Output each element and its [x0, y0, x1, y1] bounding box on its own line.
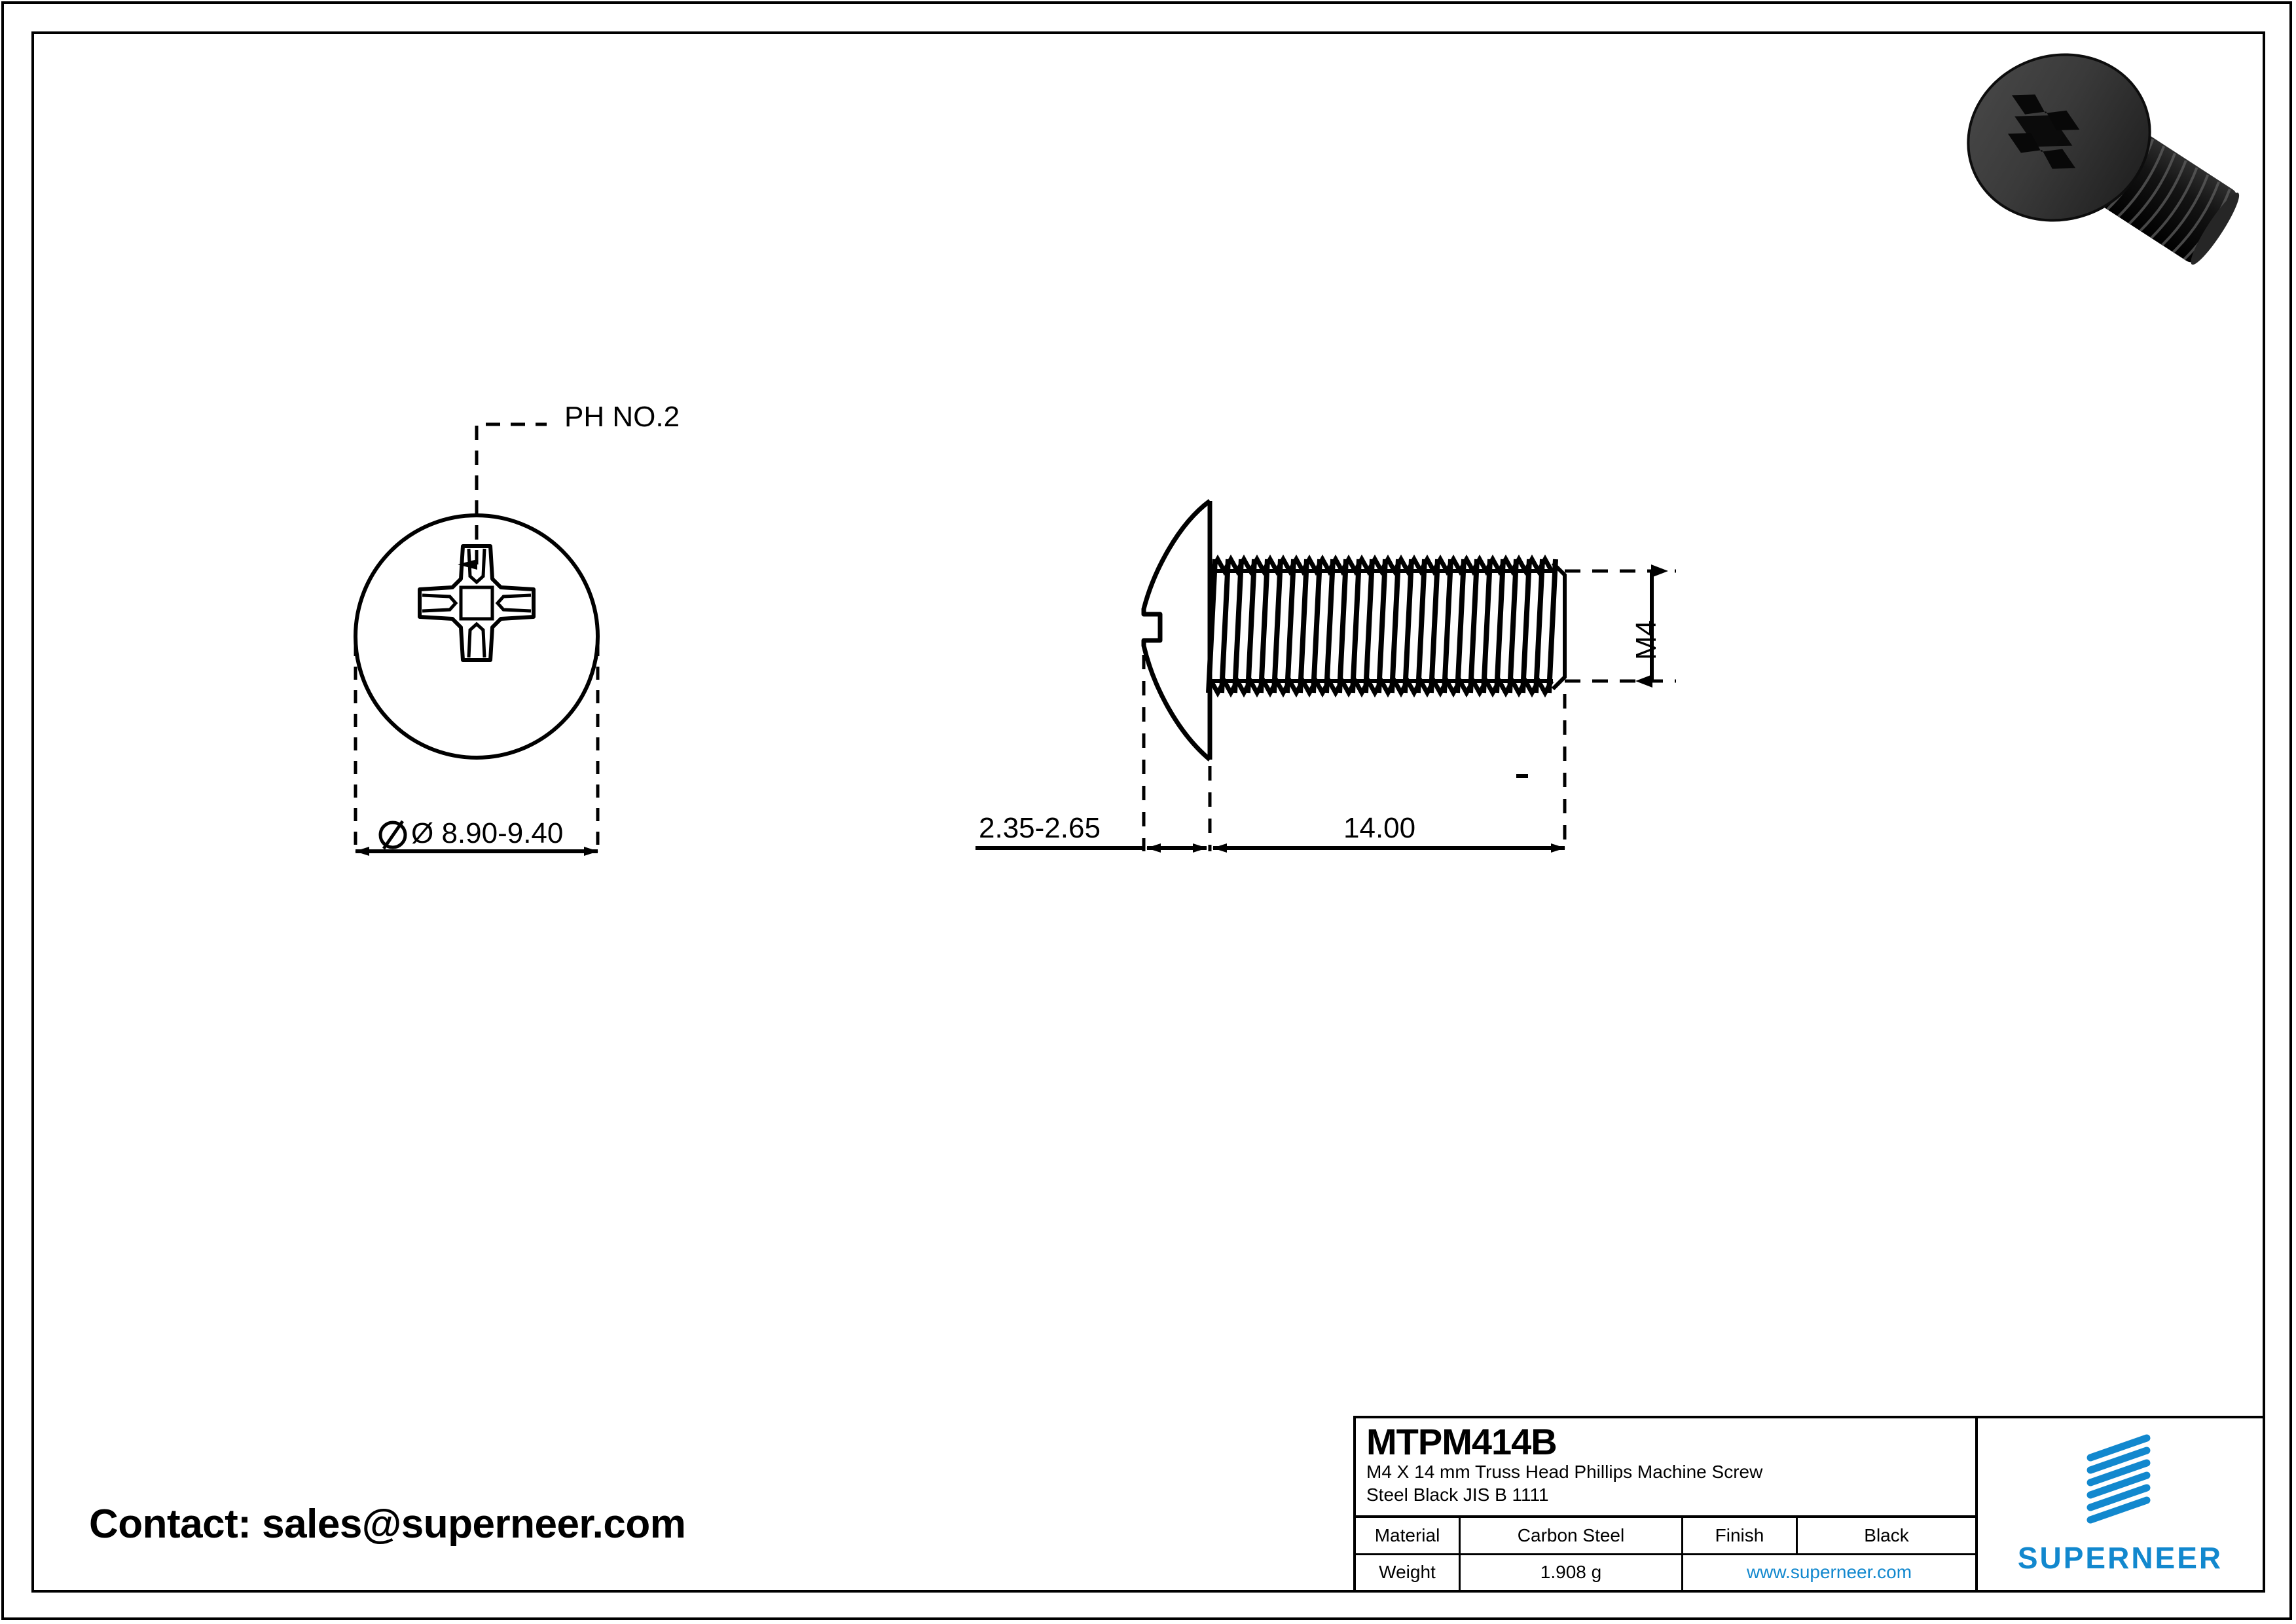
material-value: Carbon Steel — [1461, 1518, 1683, 1553]
brand-name: SUPERNEER — [2017, 1541, 2223, 1575]
weight-value: 1.908 g — [1461, 1555, 1683, 1590]
finish-label: Finish — [1683, 1518, 1798, 1553]
material-label: Material — [1356, 1518, 1461, 1553]
brand-logo-area: SUPERNEER — [1978, 1418, 2263, 1590]
title-block: MTPM414B M4 X 14 mm Truss Head Phillips … — [1353, 1416, 2265, 1593]
part-description-area: MTPM414B M4 X 14 mm Truss Head Phillips … — [1356, 1418, 1975, 1518]
description-line-2: Steel Black JIS B 1111 — [1366, 1485, 1549, 1505]
screw-3d-render — [1967, 53, 2240, 265]
title-block-info: MTPM414B M4 X 14 mm Truss Head Phillips … — [1356, 1418, 1978, 1590]
finish-value: Black — [1864, 1524, 1909, 1545]
website-link[interactable]: www.superneer.com — [1746, 1562, 1912, 1583]
thread-size-label: M4 — [1630, 619, 1662, 660]
length-dimension-label: 14.00 — [1343, 812, 1416, 844]
diameter-dimension-label: Ø 8.90-9.40 — [411, 817, 564, 849]
weight-label: Weight — [1356, 1555, 1461, 1590]
inner-border — [31, 31, 2265, 1593]
head-height-dimension-label: 2.35-2.65 — [979, 812, 1101, 844]
material-finish-row: Material Carbon Steel Finish Black — [1356, 1518, 1975, 1555]
superneer-logo-icon — [2086, 1434, 2150, 1524]
weight-website-row: Weight 1.908 g www.superneer.com — [1356, 1555, 1975, 1590]
part-number: MTPM414B — [1366, 1421, 1558, 1462]
contact-line: Contact: sales@superneer.com — [89, 1502, 686, 1547]
ph-callout-label: PH NO.2 — [564, 401, 680, 433]
description-line-1: M4 X 14 mm Truss Head Phillips Machine S… — [1366, 1462, 1763, 1482]
